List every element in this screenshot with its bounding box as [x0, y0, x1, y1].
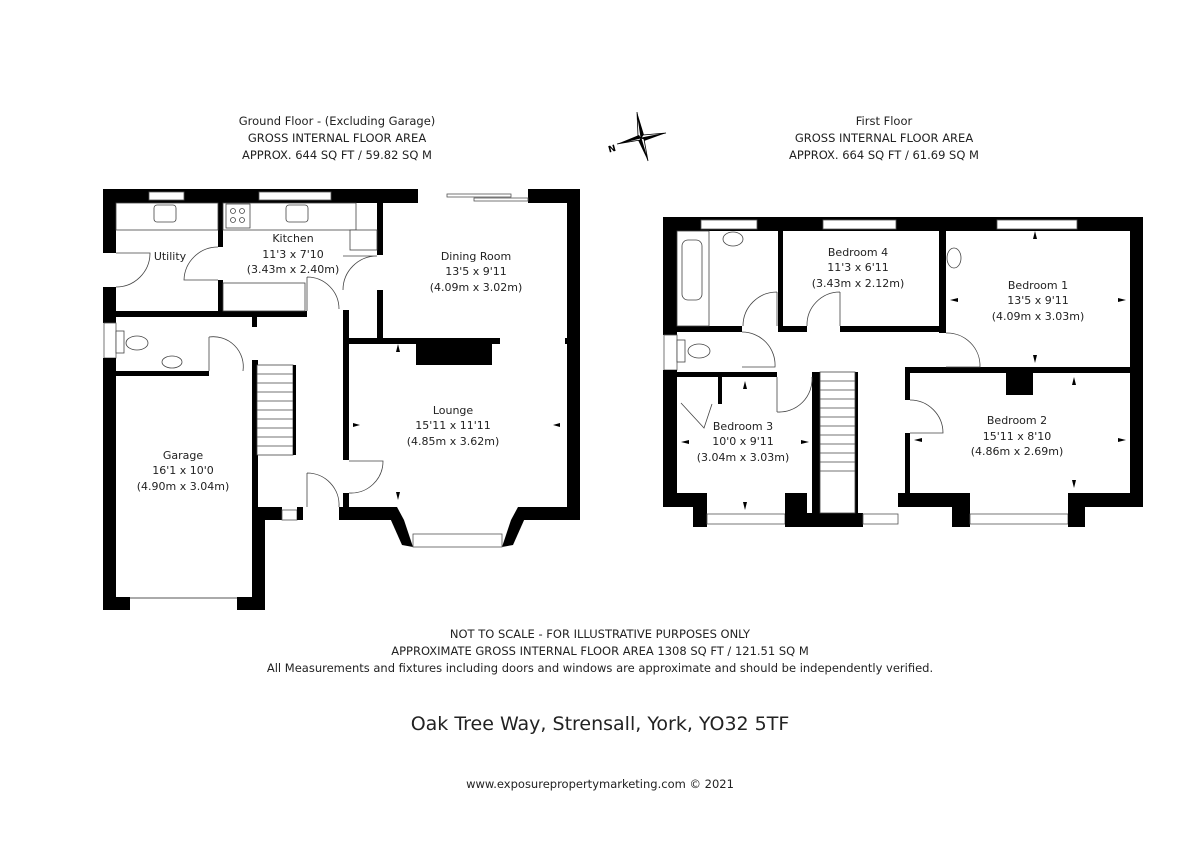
room-name: Kitchen: [272, 232, 313, 245]
room-metric: (4.85m x 3.62m): [407, 435, 500, 448]
room-metric: (3.43m x 2.12m): [812, 277, 905, 290]
ground-floor-area-value: APPROX. 644 SQ FT / 59.82 SQ M: [242, 148, 432, 162]
room-imperial: 15'11 x 11'11: [415, 419, 491, 432]
room-metric: (3.04m x 3.03m): [697, 451, 790, 464]
website-credit: www.exposurepropertymarketing.com © 2021: [466, 777, 734, 791]
disclaimer-line-1: NOT TO SCALE - FOR ILLUSTRATIVE PURPOSES…: [450, 627, 751, 641]
disclaimer-line-3: All Measurements and fixtures including …: [267, 661, 933, 675]
room-name: Garage: [163, 449, 204, 462]
room-imperial: 10'0 x 9'11: [712, 435, 774, 448]
room-bedroom-1: Bedroom 1 13'5 x 9'11 (4.09m x 3.03m): [992, 279, 1085, 323]
room-bedroom-4: Bedroom 4 11'3 x 6'11 (3.43m x 2.12m): [812, 246, 905, 290]
ground-floor-area-label: GROSS INTERNAL FLOOR AREA: [248, 131, 427, 145]
room-metric: (4.09m x 3.03m): [992, 310, 1085, 323]
room-lounge: Lounge 15'11 x 11'11 (4.85m x 3.62m): [407, 404, 500, 448]
room-name: Bedroom 2: [987, 414, 1047, 427]
property-address: Oak Tree Way, Strensall, York, YO32 5TF: [411, 713, 790, 735]
ground-floor-stairs: [256, 364, 296, 456]
disclaimer-line-2: APPROXIMATE GROSS INTERNAL FLOOR AREA 13…: [391, 644, 809, 658]
room-imperial: 13'5 x 9'11: [1007, 294, 1069, 307]
room-name: Bedroom 3: [713, 420, 773, 433]
room-imperial: 15'11 x 8'10: [983, 430, 1052, 443]
first-floor-stairs: [819, 371, 856, 514]
room-imperial: 11'3 x 6'11: [827, 261, 889, 274]
room-name: Lounge: [433, 404, 474, 417]
room-imperial: 13'5 x 9'11: [445, 265, 507, 278]
room-bedroom-2: Bedroom 2 15'11 x 8'10 (4.86m x 2.69m): [971, 414, 1064, 458]
compass-north-label: N: [607, 144, 617, 156]
compass-icon: N: [607, 111, 667, 162]
room-name: Bedroom 1: [1008, 279, 1068, 292]
disclaimer: NOT TO SCALE - FOR ILLUSTRATIVE PURPOSES…: [267, 627, 933, 675]
room-kitchen: Kitchen 11'3 x 7'10 (3.43m x 2.40m): [247, 232, 340, 276]
room-dining-room: Dining Room 13'5 x 9'11 (4.09m x 3.02m): [430, 250, 523, 294]
first-floor-area-value: APPROX. 664 SQ FT / 61.69 SQ M: [789, 148, 979, 162]
room-name: Dining Room: [441, 250, 511, 263]
room-utility-name: Utility: [154, 250, 187, 263]
first-floor-area-label: GROSS INTERNAL FLOOR AREA: [795, 131, 974, 145]
room-metric: (3.43m x 2.40m): [247, 263, 340, 276]
first-floor-title: First Floor: [856, 114, 913, 128]
room-metric: (4.86m x 2.69m): [971, 445, 1064, 458]
room-imperial: 16'1 x 10'0: [152, 464, 214, 477]
ground-floor-header: Ground Floor - (Excluding Garage) GROSS …: [239, 114, 436, 162]
room-metric: (4.09m x 3.02m): [430, 281, 523, 294]
ground-floor-plan: Utility Kitchen 11'3 x 7'10 (3.43m x 2.4…: [103, 189, 580, 610]
first-floor-header: First Floor GROSS INTERNAL FLOOR AREA AP…: [789, 114, 979, 162]
ground-floor-title: Ground Floor - (Excluding Garage): [239, 114, 436, 128]
room-metric: (4.90m x 3.04m): [137, 480, 230, 493]
room-garage: Garage 16'1 x 10'0 (4.90m x 3.04m): [137, 449, 230, 493]
first-floor-plan: Bedroom 4 11'3 x 6'11 (3.43m x 2.12m) Be…: [663, 217, 1143, 527]
room-imperial: 11'3 x 7'10: [262, 248, 324, 261]
room-bedroom-3: Bedroom 3 10'0 x 9'11 (3.04m x 3.03m): [697, 420, 790, 464]
room-name: Bedroom 4: [828, 246, 888, 259]
